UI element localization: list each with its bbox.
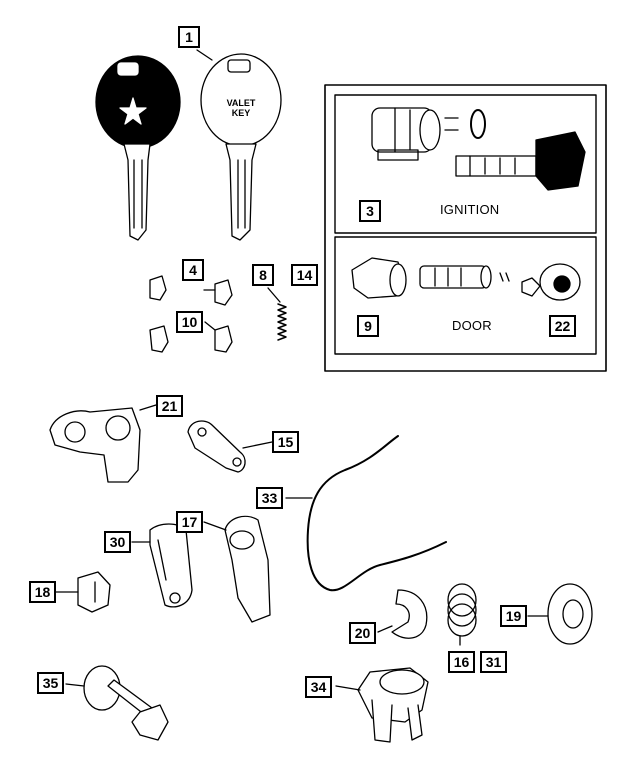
lock-plate	[131, 523, 193, 608]
lock-latch	[49, 404, 157, 483]
lock-housing	[203, 515, 271, 623]
lock-rod	[285, 435, 447, 592]
cylinder-housing	[335, 667, 429, 743]
bezel	[527, 583, 593, 645]
valet-key-line1: VALET	[226, 98, 256, 108]
callout-35: 35	[37, 672, 64, 694]
key-with-logo	[95, 55, 181, 241]
callout-20: 20	[349, 622, 376, 644]
callout-1: 1	[178, 26, 200, 48]
callout-14: 14	[291, 264, 318, 286]
callout-9: 9	[357, 315, 379, 337]
callout-4: 4	[182, 259, 204, 281]
callout-30: 30	[104, 531, 131, 553]
lock-cap	[55, 571, 111, 613]
callout-10: 10	[176, 311, 203, 333]
callout-31: 31	[480, 651, 507, 673]
callout-3: 3	[359, 200, 381, 222]
door-cylinder	[351, 257, 581, 301]
callout-19: 19	[500, 605, 527, 627]
retaining-clip	[377, 589, 428, 639]
callout-16: 16	[448, 651, 475, 673]
callout-18: 18	[29, 581, 56, 603]
door-panel	[334, 236, 597, 355]
spring	[267, 287, 287, 341]
callout-33: 33	[256, 487, 283, 509]
callout-34: 34	[305, 676, 332, 698]
callout-15: 15	[272, 431, 299, 453]
tumbler-clips	[149, 275, 233, 353]
valet-key-line2: KEY	[231, 108, 251, 118]
callout-22: 22	[549, 315, 576, 337]
callout-21: 21	[156, 395, 183, 417]
ignition-panel	[334, 94, 597, 234]
valet-key-text: VALET KEY	[221, 98, 261, 118]
ignition-cylinder	[371, 107, 586, 191]
lock-kit-box	[324, 84, 607, 372]
valet-key	[200, 53, 282, 241]
torsion-spring	[447, 583, 477, 646]
callout-8: 8	[252, 264, 274, 286]
leader-line	[196, 49, 213, 61]
lever	[187, 420, 273, 473]
callout-17: 17	[176, 511, 203, 533]
door-label: DOOR	[452, 318, 492, 333]
ignition-label: IGNITION	[440, 202, 500, 217]
lock-shaft	[65, 665, 169, 741]
